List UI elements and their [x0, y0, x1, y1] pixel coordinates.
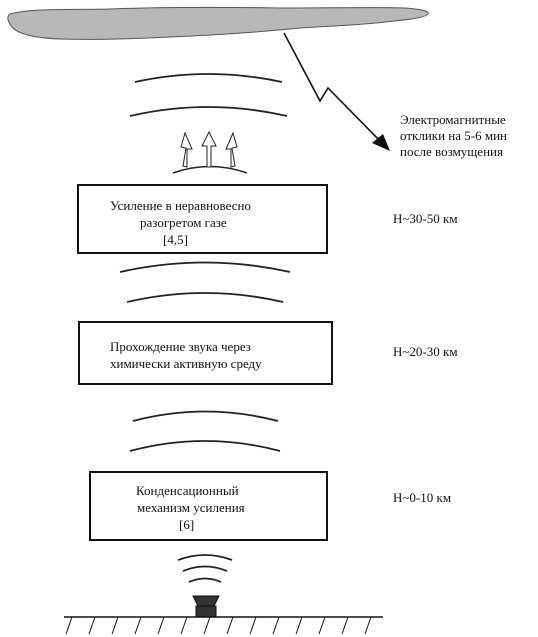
wave-arc [126, 292, 284, 303]
box-1-line-3: [4,5] [163, 232, 188, 247]
wave-arc [119, 261, 291, 273]
process-box-chemical-medium: Прохождение звука через химически активн… [78, 321, 333, 385]
wave-arc [129, 106, 288, 117]
altitude-label-2: H~20-30 км [393, 344, 458, 359]
sound-source-base [195, 605, 217, 618]
wave-arc [129, 440, 281, 452]
wave-arc [134, 73, 283, 83]
box-3-line-3: [6] [179, 517, 195, 532]
hollow-arrow-right [225, 131, 238, 168]
process-box-condensation: Конденсационный механизм усиления [6] [89, 471, 328, 541]
annotation-line-3: после возмущения [400, 144, 503, 159]
altitude-label-3: H~0-10 км [393, 490, 452, 505]
lightning-arrow [283, 32, 386, 147]
ground-hatching [65, 616, 372, 635]
hollow-arrow-left [180, 131, 193, 168]
cloud-shape [7, 6, 429, 40]
box-1-line-1: Усиление в неравновесно [110, 198, 251, 213]
upward-arrows [180, 130, 238, 168]
em-response-annotation: Электромагнитные отклики на 5-6 мин посл… [400, 112, 507, 160]
box-2-line-2: химически активную среду [110, 356, 262, 371]
box-1-line-2: разогретом газе [140, 215, 227, 230]
process-box-heated-gas: Усиление в неравновесно разогретом газе … [77, 184, 328, 254]
annotation-line-2: отклики на 5-6 мин [400, 128, 507, 143]
source-wave-arc [182, 565, 228, 572]
altitude-label-1: H~30-50 км [393, 211, 458, 226]
box-3-line-1: Конденсационный [136, 483, 239, 498]
source-wave-arc [188, 577, 222, 583]
wave-arc [132, 410, 279, 422]
lightning-arrowhead [372, 134, 390, 151]
box-2-line-1: Прохождение звука через [110, 339, 251, 354]
source-wave-arc [177, 554, 233, 561]
box-3-line-2: механизм усиления [137, 500, 245, 515]
sound-source-icon [192, 595, 220, 607]
annotation-line-1: Электромагнитные [400, 112, 506, 127]
hollow-arrow-center [201, 130, 217, 168]
